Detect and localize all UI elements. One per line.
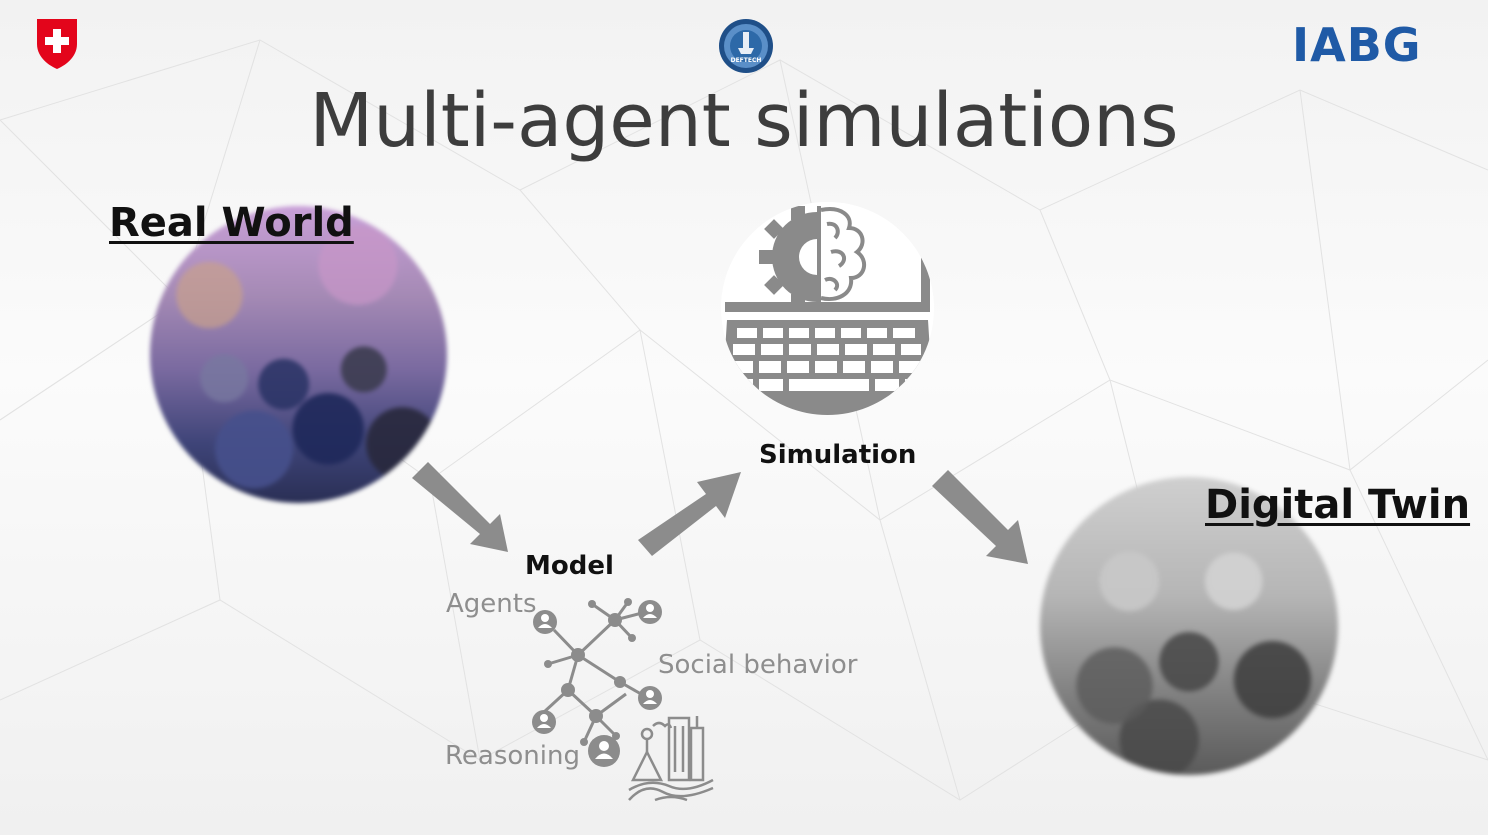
reasoning-label: Reasoning — [445, 741, 580, 771]
digital-twin-crowd-image — [1040, 477, 1338, 775]
page-title: Multi-agent simulations — [309, 78, 1179, 164]
simulation-label: Simulation — [759, 440, 917, 470]
social-behavior-label: Social behavior — [658, 650, 858, 680]
swiss-cross-shield-icon — [34, 16, 80, 70]
arrow-real-world-to-model — [412, 462, 508, 552]
arrow-model-to-simulation — [638, 472, 741, 556]
real-world-label: Real World — [109, 200, 354, 246]
digital-twin-label: Digital Twin — [1205, 482, 1471, 528]
city-environment-icon — [628, 716, 714, 802]
deftech-badge-text: DEFTECH — [731, 57, 762, 64]
iabg-logo: IABG — [1292, 18, 1422, 72]
agents-label: Agents — [446, 589, 537, 619]
deftech-badge-icon: DEFTECH — [718, 18, 774, 74]
agent-network-icon — [532, 598, 662, 746]
model-label: Model — [525, 551, 614, 581]
real-world-crowd-image — [150, 206, 447, 503]
reasoning-avatar-icon — [588, 735, 620, 767]
arrow-simulation-to-digital-twin — [932, 470, 1028, 564]
agent-avatar-icons — [532, 600, 662, 734]
laptop-gear-brain-icon — [721, 202, 934, 415]
